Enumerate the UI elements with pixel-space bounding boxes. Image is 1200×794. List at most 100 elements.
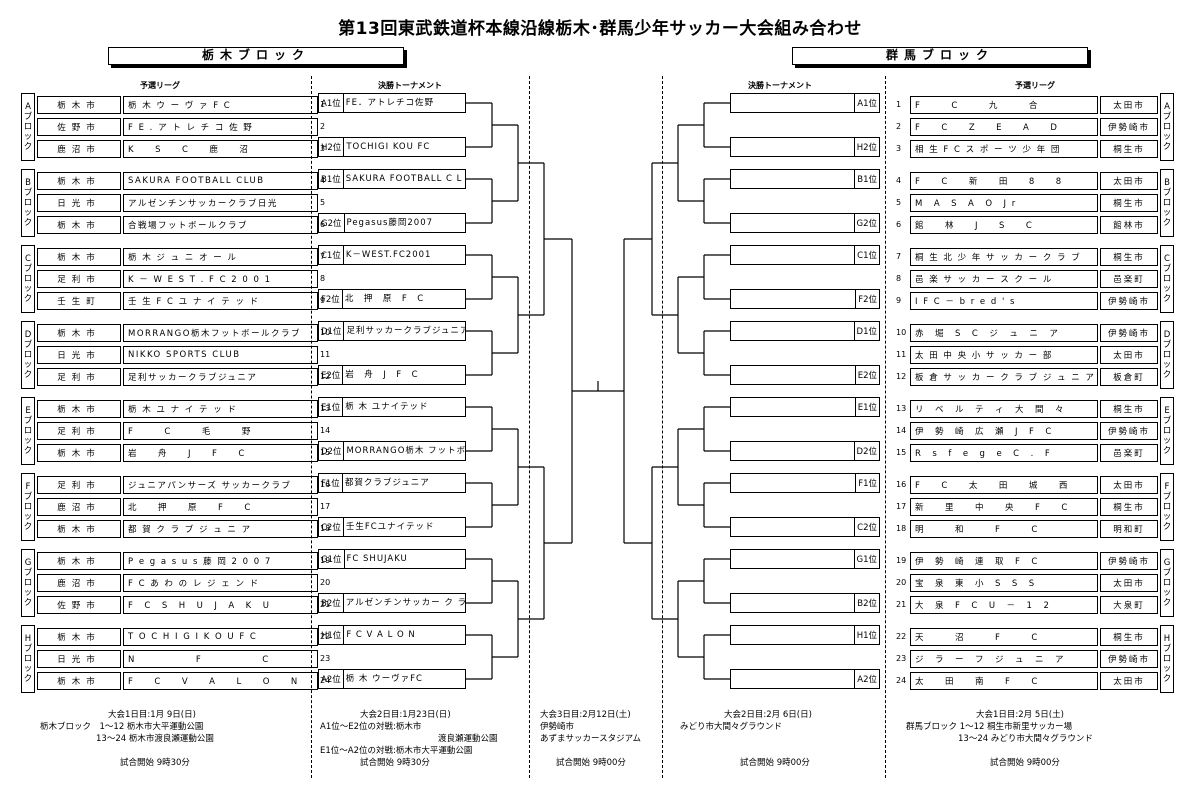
group-label-char: ッ xyxy=(23,436,33,446)
slot-seed: D1位 xyxy=(853,322,879,340)
group-label-char: ロ xyxy=(23,198,33,208)
team-number: 18 xyxy=(320,524,331,533)
team-number: 1 xyxy=(320,100,326,109)
group-label-char: ブ xyxy=(1162,644,1172,654)
team-number: 13 xyxy=(320,404,331,413)
group-label-char: ブ xyxy=(23,644,33,654)
group-label-char: ッ xyxy=(1162,132,1172,142)
footer-line: 13～24 みどり市大間々グラウンド xyxy=(958,734,1093,744)
group-label-char: ロ xyxy=(1162,198,1172,208)
group-label-char: H xyxy=(24,634,32,644)
group-label-char: F xyxy=(25,482,31,492)
group-label-char: ブ xyxy=(23,264,33,274)
group-label-char: ク xyxy=(23,218,33,228)
team-city: 太田市 xyxy=(1100,574,1158,592)
team-name: N F C xyxy=(123,650,318,668)
team-name: 宝 泉 東 小 S S S xyxy=(910,574,1098,592)
slot-team: 栃 木 ユナイテッド xyxy=(345,401,429,412)
slot-team: 足利サッカークラブジュニア xyxy=(346,325,466,336)
slot-seed: F2位 xyxy=(855,290,879,308)
team-number: 8 xyxy=(320,274,326,283)
team-city: 太田市 xyxy=(1100,172,1158,190)
team-name: F C 新 田 8 8 xyxy=(910,172,1098,190)
group-label-char: ブ xyxy=(1162,264,1172,274)
team-city: 足利市 xyxy=(37,422,121,440)
group-label-char: ロ xyxy=(23,654,33,664)
tournament-slot: A2位栃 木 ウーヴァFC xyxy=(318,669,466,689)
group-label-char: ク xyxy=(23,598,33,608)
tournament-slot: F1位都賀クラブジュニア xyxy=(318,473,466,493)
group-label-char: ク xyxy=(23,142,33,152)
team-number: 4 xyxy=(896,176,902,185)
group-label-char: ロ xyxy=(23,578,33,588)
team-name: K S C 鹿 沼 xyxy=(123,140,318,158)
team-name: F C 太 田 城 西 xyxy=(910,476,1098,494)
group-label-char: A xyxy=(25,102,31,112)
group-label-char: ロ xyxy=(23,426,33,436)
slot-seed: D2位 xyxy=(319,442,345,460)
group-label-char: ク xyxy=(1162,294,1172,304)
group-label-char: ブ xyxy=(23,188,33,198)
team-number: 10 xyxy=(320,328,331,337)
footer-line: 大会2日目:1月23日(日) xyxy=(360,710,451,720)
group-label-char: ッ xyxy=(1162,664,1172,674)
team-name: 明 和 F C xyxy=(910,520,1098,538)
slot-team: TOCHIGI KOU FC xyxy=(346,141,431,152)
tournament-slot: E2位 xyxy=(730,365,880,385)
slot-seed: E1位 xyxy=(854,398,879,416)
slot-team: 都賀クラブジュニア xyxy=(344,477,430,488)
tournament-slot: G2位 xyxy=(730,213,880,233)
divider xyxy=(885,76,886,778)
divider xyxy=(529,76,530,778)
group-label-char: B xyxy=(1164,178,1170,188)
group-label-char: ク xyxy=(23,446,33,456)
group-label-char: ロ xyxy=(1162,654,1172,664)
footer-line: 試合開始 9時30分 xyxy=(360,758,430,768)
tournament-slot: E1位栃 木 ユナイテッド xyxy=(318,397,466,417)
team-city: 太田市 xyxy=(1100,672,1158,690)
group-label-char: A xyxy=(1164,102,1170,112)
team-number: 10 xyxy=(896,328,907,337)
team-city: 足利市 xyxy=(37,368,121,386)
team-number: 7 xyxy=(896,252,902,261)
slot-seed: E2位 xyxy=(319,366,344,384)
group-label-char: ク xyxy=(1162,370,1172,380)
team-number: 17 xyxy=(896,502,907,511)
group-label-char: ク xyxy=(1162,598,1172,608)
group-label-char: G xyxy=(24,558,32,568)
group-label-char: ッ xyxy=(1162,284,1172,294)
team-number: 19 xyxy=(896,556,907,565)
group-label-char: G xyxy=(1163,558,1171,568)
team-name: F C あ わ の レ ジ ェ ン ド xyxy=(123,574,318,592)
team-number: 24 xyxy=(320,676,331,685)
team-number: 24 xyxy=(896,676,907,685)
team-city: 大泉町 xyxy=(1100,596,1158,614)
group-label-char: ロ xyxy=(1162,578,1172,588)
team-city: 栃木市 xyxy=(37,628,121,646)
footer-line: 試合開始 9時00分 xyxy=(990,758,1060,768)
group-label-char: ッ xyxy=(23,512,33,522)
footer-gunma-prelim: 大会1日目:2月 5日(土) 群馬ブロック 1～12 桐生市新里サッカー場 13… xyxy=(906,709,1093,769)
team-name: 館 林 J S C xyxy=(910,216,1098,234)
